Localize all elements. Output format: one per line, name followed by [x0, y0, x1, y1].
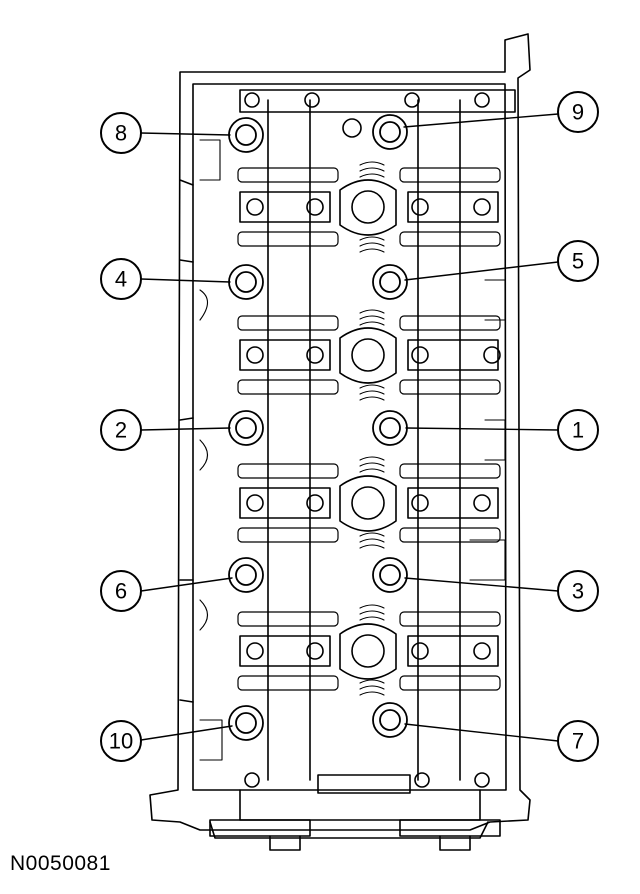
callout-6: 6 — [100, 570, 142, 612]
callout-label-7: 7 — [572, 729, 584, 754]
cylinder-head-outline — [149, 33, 531, 831]
callout-3: 3 — [557, 570, 599, 612]
head-bolt-9 — [372, 114, 408, 150]
callout-label-1: 1 — [572, 418, 584, 443]
callout-1: 1 — [557, 409, 599, 451]
figure-id: N0050081 — [10, 852, 111, 875]
rear-plug — [342, 118, 362, 138]
cam-lobes — [237, 167, 501, 691]
callout-9: 9 — [557, 91, 599, 133]
front-bracket — [317, 774, 411, 794]
head-bolt-6 — [228, 557, 264, 593]
callout-label-9: 9 — [572, 100, 584, 125]
exhaust-camshaft — [417, 99, 461, 781]
callout-label-6: 6 — [115, 579, 127, 604]
left-port-detail — [199, 139, 223, 761]
shaft-stub-left — [269, 835, 301, 851]
callout-4: 4 — [100, 258, 142, 300]
head-bolt-10 — [228, 705, 264, 741]
intake-camshaft — [267, 99, 311, 781]
callout-10: 10 — [100, 720, 142, 762]
head-bolts — [228, 114, 408, 741]
callouts: 8 9 4 5 2 1 6 3 10 7 — [100, 91, 599, 762]
callout-label-10: 10 — [109, 729, 133, 754]
callout-5: 5 — [557, 240, 599, 282]
callout-label-2: 2 — [115, 418, 127, 443]
spark-plug-wells — [339, 179, 397, 680]
cap-bolts — [244, 92, 501, 788]
callout-label-3: 3 — [572, 579, 584, 604]
right-port-detail — [469, 279, 506, 581]
callout-7: 7 — [557, 720, 599, 762]
callout-2: 2 — [100, 409, 142, 451]
bearing-caps — [239, 89, 516, 667]
leader-lines — [140, 113, 559, 742]
head-bolt-7 — [372, 702, 408, 738]
callout-label-5: 5 — [572, 249, 584, 274]
head-bolt-3 — [372, 557, 408, 593]
head-bolt-1 — [372, 410, 408, 446]
valve-springs — [359, 161, 385, 696]
callout-label-4: 4 — [115, 267, 127, 292]
callout-label-8: 8 — [115, 121, 127, 146]
front-end-housing — [209, 789, 489, 839]
callout-8: 8 — [100, 112, 142, 154]
head-bolt-4 — [228, 264, 264, 300]
head-bolt-8 — [228, 117, 264, 153]
shaft-stub-right — [439, 835, 471, 851]
head-bolt-5 — [372, 264, 408, 300]
head-bolt-2 — [228, 410, 264, 446]
sprocket-right — [399, 819, 501, 837]
cylinder-head-inner-wall — [192, 83, 507, 791]
sprocket-left — [209, 819, 311, 837]
head-left-rim — [179, 179, 194, 703]
